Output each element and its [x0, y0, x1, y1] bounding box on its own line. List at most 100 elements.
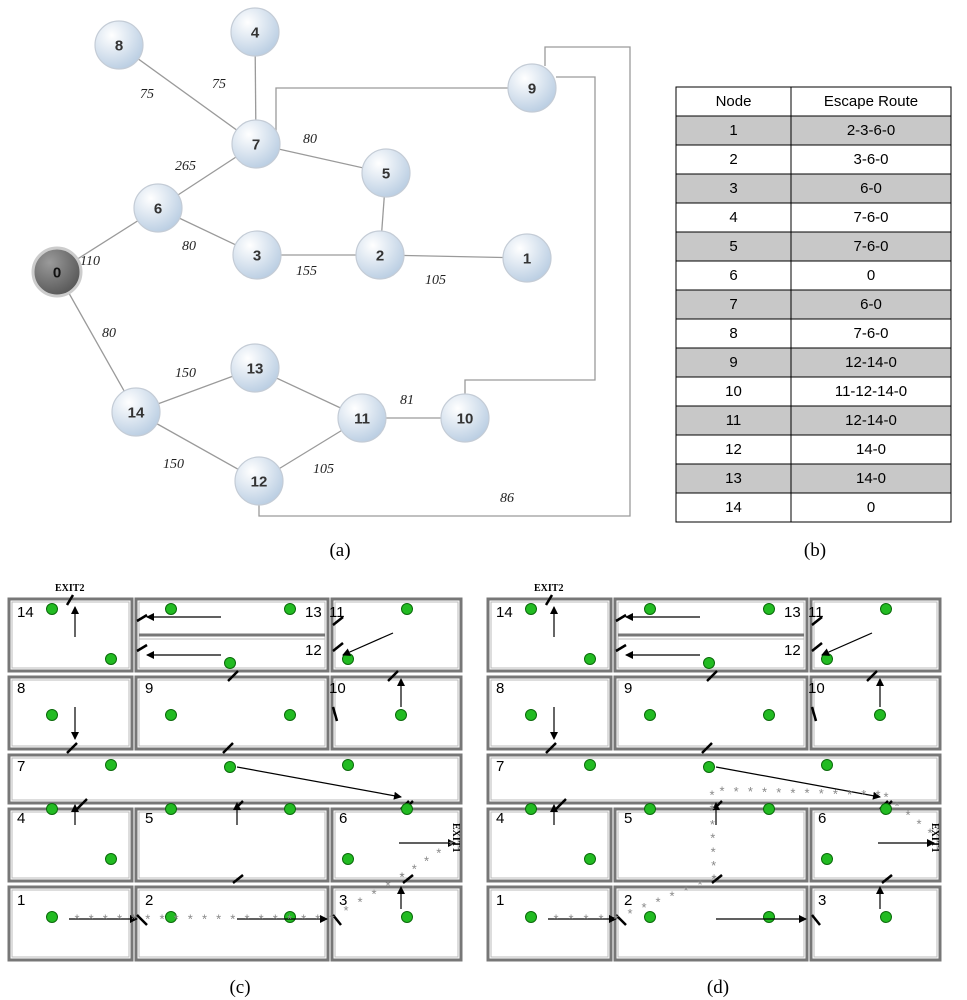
edge-weight-label: 105: [425, 273, 446, 288]
edge-weight-label: 80: [182, 239, 196, 254]
room-number: 11: [808, 604, 824, 621]
door-mark: [810, 706, 818, 722]
trail-mark: *: [711, 872, 716, 887]
room-number: 9: [624, 680, 632, 697]
node-cell: 5: [729, 238, 737, 255]
edge-weight-label: 105: [313, 462, 334, 477]
node-label: 5: [382, 166, 390, 183]
node-circle: [111, 387, 161, 437]
node-circle: [355, 230, 405, 280]
trail-mark: *: [916, 817, 921, 832]
route-cell: 3-6-0: [853, 151, 888, 168]
room-number: 10: [329, 680, 346, 697]
trail-mark: *: [385, 878, 390, 893]
room: [613, 885, 809, 962]
trail-mark: *: [174, 912, 179, 927]
node-circle: [230, 343, 280, 393]
room-number: 5: [624, 810, 632, 827]
trail-mark: *: [683, 883, 688, 898]
trail-mark: *: [709, 788, 714, 803]
node-circle: [337, 393, 387, 443]
evacuee-dot: [525, 603, 537, 615]
trail-mark: *: [805, 786, 810, 801]
evacuee-dot: [401, 911, 413, 923]
graph-node: 14: [111, 387, 161, 437]
trail-mark: *: [875, 788, 880, 803]
route-cell: 7-6-0: [853, 238, 888, 255]
graph-edge: [256, 87, 532, 145]
room-number: 2: [624, 892, 632, 909]
edge-weight-label: 80: [102, 326, 116, 341]
trail-mark: *: [711, 844, 716, 859]
door-mark: [136, 643, 148, 653]
room: [134, 675, 330, 751]
node-circle: [231, 119, 281, 169]
edge-weight-label: 75: [212, 77, 226, 92]
route-cell: 0: [867, 267, 875, 284]
graph-node: 9: [507, 63, 557, 113]
route-cell: 12-14-0: [845, 412, 897, 429]
door-mark: [332, 914, 342, 926]
graph-node: 13: [230, 343, 280, 393]
evacuee-dot: [395, 709, 407, 721]
trail-mark: *: [117, 912, 122, 927]
trail-mark: *: [259, 912, 264, 927]
room: [486, 753, 942, 805]
door-mark: [227, 670, 239, 682]
room: [613, 807, 809, 883]
graph-node: 4: [230, 7, 280, 57]
evacuee-dot: [165, 911, 177, 923]
trail-mark: *: [710, 817, 715, 832]
graph-node: 0: [31, 246, 83, 298]
node-label: 13: [247, 361, 264, 378]
route-arrow: [342, 632, 394, 656]
edge-weight-label: 265: [175, 159, 196, 174]
room-number: 4: [496, 810, 504, 827]
evacuee-dot: [105, 759, 117, 771]
edge-weight-label: 80: [303, 132, 317, 147]
evacuee-dot: [224, 761, 236, 773]
room-number: 6: [339, 810, 347, 827]
trail-mark: *: [287, 912, 292, 927]
node-label: 11: [354, 411, 370, 428]
room-number: 10: [808, 680, 825, 697]
trail-mark: *: [762, 785, 767, 800]
door-mark: [706, 670, 718, 682]
graph-node: 10: [440, 393, 490, 443]
room-number: 13: [305, 604, 322, 621]
node-circle: [507, 63, 557, 113]
trail-mark: *: [734, 784, 739, 799]
trail-mark: *: [905, 808, 910, 823]
node-circle: [234, 456, 284, 506]
node-cell: 13: [725, 470, 742, 487]
room-number: 7: [496, 758, 504, 775]
door-mark: [332, 616, 344, 626]
trail-mark: *: [131, 912, 136, 927]
door-mark: [544, 594, 554, 606]
route-cell: 14-0: [856, 441, 886, 458]
evacuee-dot: [821, 759, 833, 771]
evacuee-dot: [763, 911, 775, 923]
caption-c: (c): [229, 977, 250, 998]
trail-mark: *: [202, 912, 207, 927]
room-number: 12: [305, 642, 322, 659]
edge-weight-label: 110: [80, 254, 100, 269]
table-header-cell: Escape Route: [824, 93, 918, 110]
trail-mark: *: [583, 912, 588, 927]
trail-mark: *: [244, 912, 249, 927]
node-label: 12: [251, 474, 268, 491]
node-cell: 12: [725, 441, 742, 458]
route-cell: 7-6-0: [853, 325, 888, 342]
node-label: 7: [252, 137, 260, 154]
trail-mark: *: [697, 877, 702, 892]
evacuee-dot: [584, 759, 596, 771]
room-number: 2: [145, 892, 153, 909]
node-label: 8: [115, 38, 123, 55]
node-cell: 8: [729, 325, 737, 342]
evacuee-dot: [880, 603, 892, 615]
trail-mark: *: [301, 912, 306, 927]
route-cell: 12-14-0: [845, 354, 897, 371]
